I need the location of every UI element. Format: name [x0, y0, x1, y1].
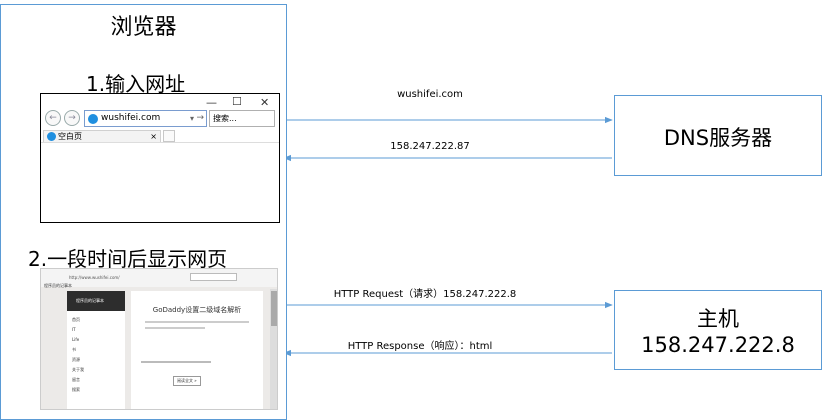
search-box[interactable]: 搜索... — [209, 110, 275, 127]
thumb-nav-item: 书 — [72, 347, 76, 352]
toolbar-divider — [41, 142, 279, 143]
thumb-post-title: GoDaddy设置二级域名解析 — [152, 306, 242, 314]
host-box: 主机 158.247.222.8 — [614, 290, 822, 370]
ie-logo-icon — [88, 114, 98, 124]
ie-window: — ☐ ✕ ← → wushifei.com ▾ → 搜索... 空白页 × — [40, 93, 280, 223]
thumb-sidebar: 首页 IT Life 书 资源 关于我 留言 搜索 — [67, 311, 125, 409]
dns-server-box: DNS服务器 — [614, 95, 822, 176]
dns-server-label: DNS服务器 — [663, 126, 773, 150]
browser-title: 浏览器 — [110, 15, 177, 40]
http-response-label: HTTP Response（响应）：html — [347, 341, 493, 352]
host-ip: 158.247.222.8 — [641, 333, 795, 357]
dns-answer-label: 158.247.222.87 — [390, 141, 470, 152]
dropdown-icon[interactable]: ▾ — [189, 114, 194, 123]
http-request-label: HTTP Request（请求）158.247.222.8 — [333, 289, 517, 300]
thumb-read-more: 阅读全文 » — [173, 376, 201, 386]
address-text: wushifei.com — [101, 113, 161, 123]
thumb-nav-item: 留言 — [72, 377, 80, 382]
thumb-sidebar-title: 程序员的记事本 — [76, 298, 104, 303]
thumb-tab: 程序员的记事本 — [44, 283, 72, 288]
forward-icon[interactable]: → — [64, 110, 80, 126]
thumb-scroll-handle — [271, 291, 277, 326]
thumb-nav-item: Life — [72, 337, 80, 342]
host-label: 主机 — [697, 307, 739, 331]
thumb-post-card: GoDaddy设置二级域名解析 阅读全文 » — [131, 291, 263, 409]
tab-label: 空白页 — [58, 132, 82, 141]
step2-label: 2.一段时间后显示网页 — [28, 247, 228, 271]
back-icon[interactable]: ← — [45, 110, 61, 126]
webpage-screenshot: http://www.wushifei.com/ 程序员的记事本 程序员的记事本… — [40, 268, 278, 410]
thumb-nav-item: IT — [72, 327, 76, 332]
maximize-icon[interactable]: ☐ — [232, 95, 242, 108]
thumb-excerpt-line — [141, 361, 211, 363]
tab-close-icon[interactable]: × — [150, 132, 157, 141]
search-text: 搜索... — [213, 114, 237, 123]
new-tab-icon[interactable] — [163, 130, 175, 142]
close-icon[interactable]: ✕ — [260, 96, 270, 109]
thumb-nav-item: 搜索 — [72, 387, 80, 392]
thumb-url: http://www.wushifei.com/ — [69, 275, 120, 280]
thumb-scrollbar — [270, 289, 277, 409]
address-bar[interactable]: wushifei.com ▾ → — [84, 110, 207, 127]
thumb-sidebar-header: 程序员的记事本 — [67, 291, 125, 311]
tab-ie-icon — [47, 132, 56, 141]
thumb-nav-item: 资源 — [72, 357, 80, 362]
minimize-icon[interactable]: — — [206, 96, 217, 109]
thumb-nav-item: 关于我 — [72, 367, 84, 372]
thumb-search — [190, 273, 237, 281]
thumb-meta-line — [145, 327, 205, 329]
thumb-nav-item: 首页 — [72, 317, 80, 322]
dns-query-label: wushifei.com — [397, 89, 463, 100]
step1-label: 1.输入网址 — [86, 72, 186, 96]
thumb-meta-line — [145, 321, 249, 323]
go-icon[interactable]: → — [196, 113, 204, 123]
